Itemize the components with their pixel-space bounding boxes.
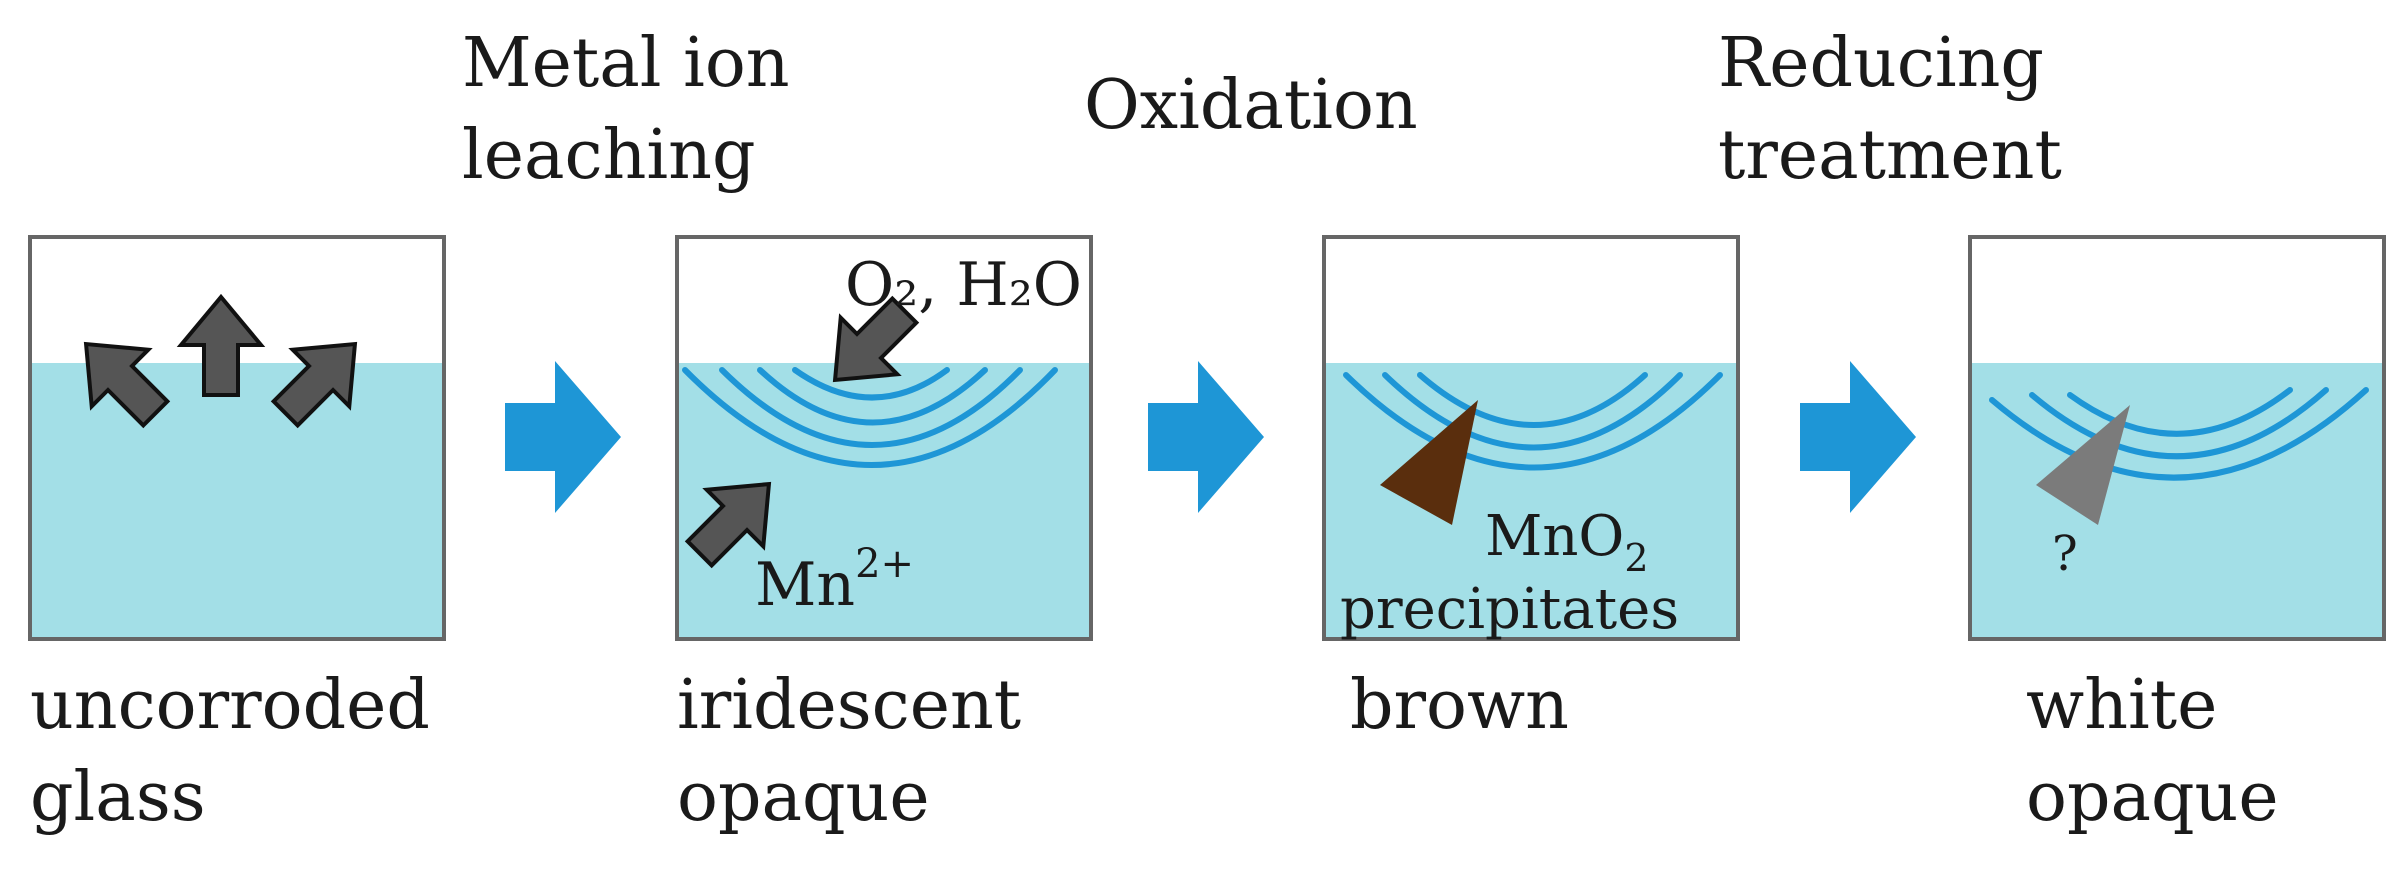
- state-label-iridescent-line1: iridescent: [677, 666, 1022, 745]
- mn-ion-charge: 2+: [855, 541, 914, 587]
- precipitates-label: precipitates: [1340, 577, 1679, 642]
- unknown-phase-label: ?: [2052, 526, 2078, 582]
- step-label-leaching-line2: leaching: [462, 116, 756, 195]
- mno2-precipitate-shape: [1380, 400, 1478, 525]
- state-label-uncorroded-line1: uncorroded: [30, 666, 430, 745]
- step-label-reducing: Reducing treatment: [1718, 18, 2062, 202]
- state-label-uncorroded: uncorroded glass: [30, 660, 430, 844]
- step-label-oxidation-line1: Oxidation: [1084, 66, 1418, 145]
- panel-white-border: [1968, 235, 2386, 641]
- panel-iridescent-border: [675, 235, 1093, 641]
- leached-layer-arcs: [682, 367, 1058, 468]
- step-label-leaching: Metal ion leaching: [462, 18, 790, 202]
- mno2-label: MnO2: [1485, 504, 1649, 580]
- state-label-brown: brown: [1350, 660, 1569, 752]
- step-arrow-3-icon: [1800, 361, 1916, 513]
- state-label-brown-line1: brown: [1350, 666, 1569, 745]
- unknown-phase-shape: [2036, 405, 2130, 525]
- step-label-leaching-line1: Metal ion: [462, 24, 790, 103]
- oxidants-label: O₂, H₂O: [845, 250, 1082, 320]
- leached-layer-arcs-4: [1989, 387, 2369, 481]
- state-label-uncorroded-line2: glass: [30, 758, 206, 837]
- mn-ion-symbol: Mn: [755, 550, 855, 620]
- mno2-subscript: 2: [1624, 536, 1648, 580]
- step-arrow-2-icon: [1148, 361, 1264, 513]
- panel-brown-border: [1322, 235, 1740, 641]
- state-label-white-line1: white: [2026, 666, 2218, 745]
- panel-brown: MnO2 precipitates: [1322, 235, 1740, 642]
- state-label-white-line2: opaque: [2026, 758, 2279, 837]
- state-label-white: white opaque: [2026, 660, 2279, 844]
- panel-uncorroded: [28, 235, 446, 641]
- step-label-reducing-line1: Reducing: [1718, 24, 2044, 103]
- panel-iridescent: O₂, H₂O Mn2+: [671, 235, 1093, 641]
- glass-water-3: [1324, 363, 1738, 639]
- step-label-oxidation: Oxidation: [1084, 60, 1418, 152]
- panel-uncorroded-border: [28, 235, 446, 641]
- leached-layer-arcs-3: [1343, 372, 1723, 471]
- glass-water-4: [1970, 363, 2384, 639]
- step-label-reducing-line2: treatment: [1718, 116, 2062, 195]
- state-label-iridescent-line2: opaque: [677, 758, 930, 837]
- mn-ion-label: Mn2+: [755, 541, 914, 620]
- state-label-iridescent: iridescent opaque: [677, 660, 1021, 844]
- panel-white: ?: [1968, 235, 2386, 641]
- step-arrow-1-icon: [505, 361, 621, 513]
- glass-water-1: [30, 363, 444, 639]
- mno2-symbol: MnO: [1485, 504, 1624, 569]
